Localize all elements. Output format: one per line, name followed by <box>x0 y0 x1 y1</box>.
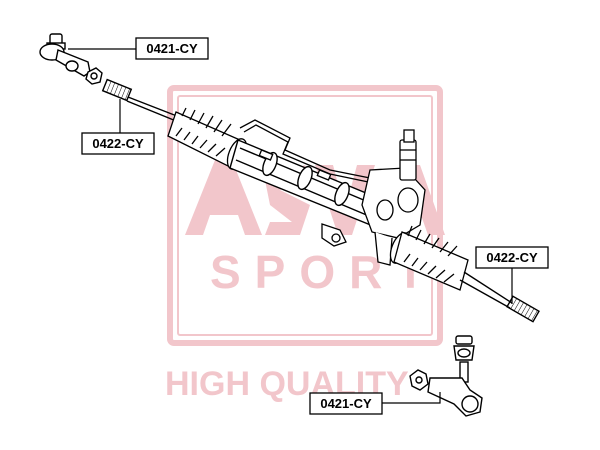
tie-rod-end-top <box>39 33 91 77</box>
inner-tie-rod-left <box>101 78 183 124</box>
leader-lines <box>68 48 513 404</box>
callout-tie-rod-end-bottom: 0421-CY <box>309 392 383 415</box>
part-number-label: 0422-CY <box>92 136 144 151</box>
mount-bracket-left <box>321 223 347 247</box>
bellows-right <box>389 225 469 291</box>
nut-bottom <box>409 369 429 391</box>
callout-inner-tie-rod-right: 0422-CY <box>475 246 549 269</box>
part-number-label: 0421-CY <box>146 41 198 56</box>
inner-tie-rod-right <box>459 271 540 323</box>
part-number-label: 0421-CY <box>320 396 372 411</box>
tie-rod-end-bottom <box>427 335 483 417</box>
nut-top <box>85 67 103 85</box>
callout-inner-tie-rod-left: 0422-CY <box>81 132 155 155</box>
part-number-label: 0422-CY <box>486 250 538 265</box>
valve-body <box>361 129 426 266</box>
hydraulic-lines <box>239 119 381 185</box>
callout-tie-rod-end-top: 0421-CY <box>135 37 209 60</box>
